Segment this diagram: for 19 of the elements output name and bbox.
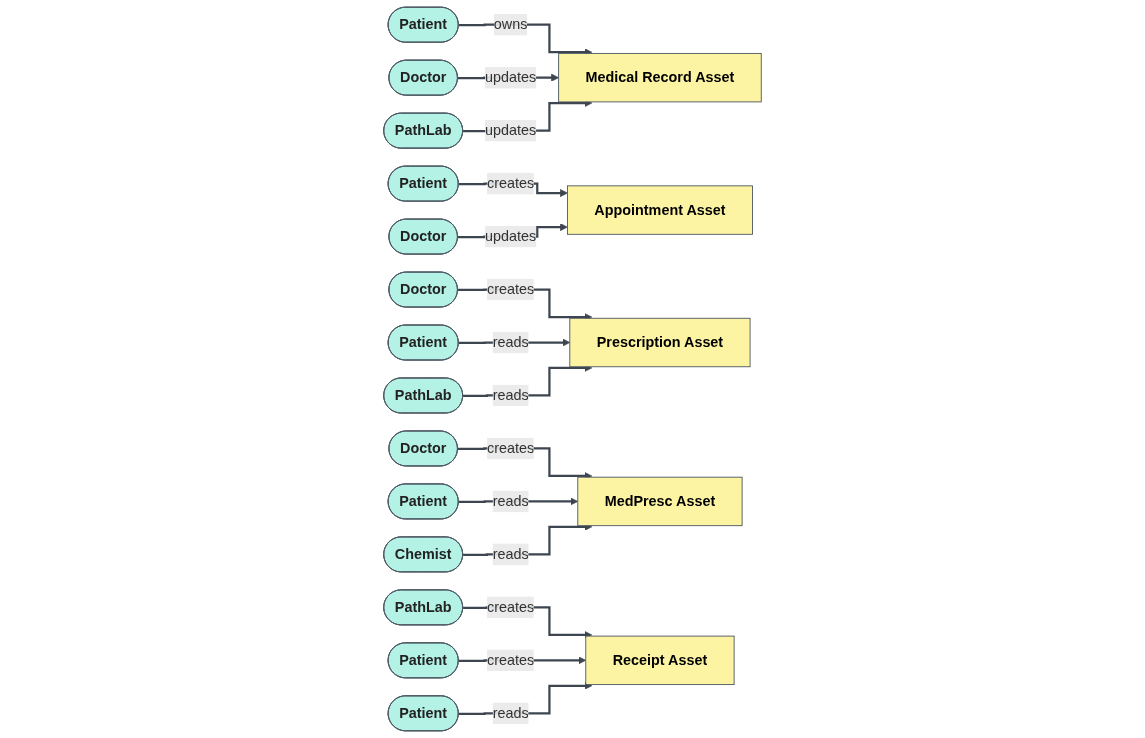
edge-label: reads — [492, 387, 529, 403]
edge-label: reads — [492, 493, 529, 509]
edge-label: creates — [487, 175, 535, 191]
edge-label: creates — [487, 440, 535, 456]
edge-label: updates — [485, 69, 537, 85]
edge-label: reads — [492, 334, 529, 350]
edge-label: owns — [493, 16, 528, 32]
edge-label: creates — [487, 599, 535, 615]
edge-label: reads — [492, 705, 529, 721]
node-box: Medical Record Asset — [558, 52, 762, 103]
node-box: MedPresc Asset — [577, 476, 743, 527]
node-box: Appointment Asset — [566, 185, 753, 235]
edge-label: reads — [492, 546, 529, 562]
edge-label: creates — [487, 281, 535, 297]
edge-label: creates — [487, 652, 535, 668]
node-box: Receipt Asset — [585, 635, 735, 686]
node-box: Prescription Asset — [569, 317, 751, 368]
edge-label: updates — [485, 228, 537, 244]
edge-label: updates — [485, 122, 537, 138]
